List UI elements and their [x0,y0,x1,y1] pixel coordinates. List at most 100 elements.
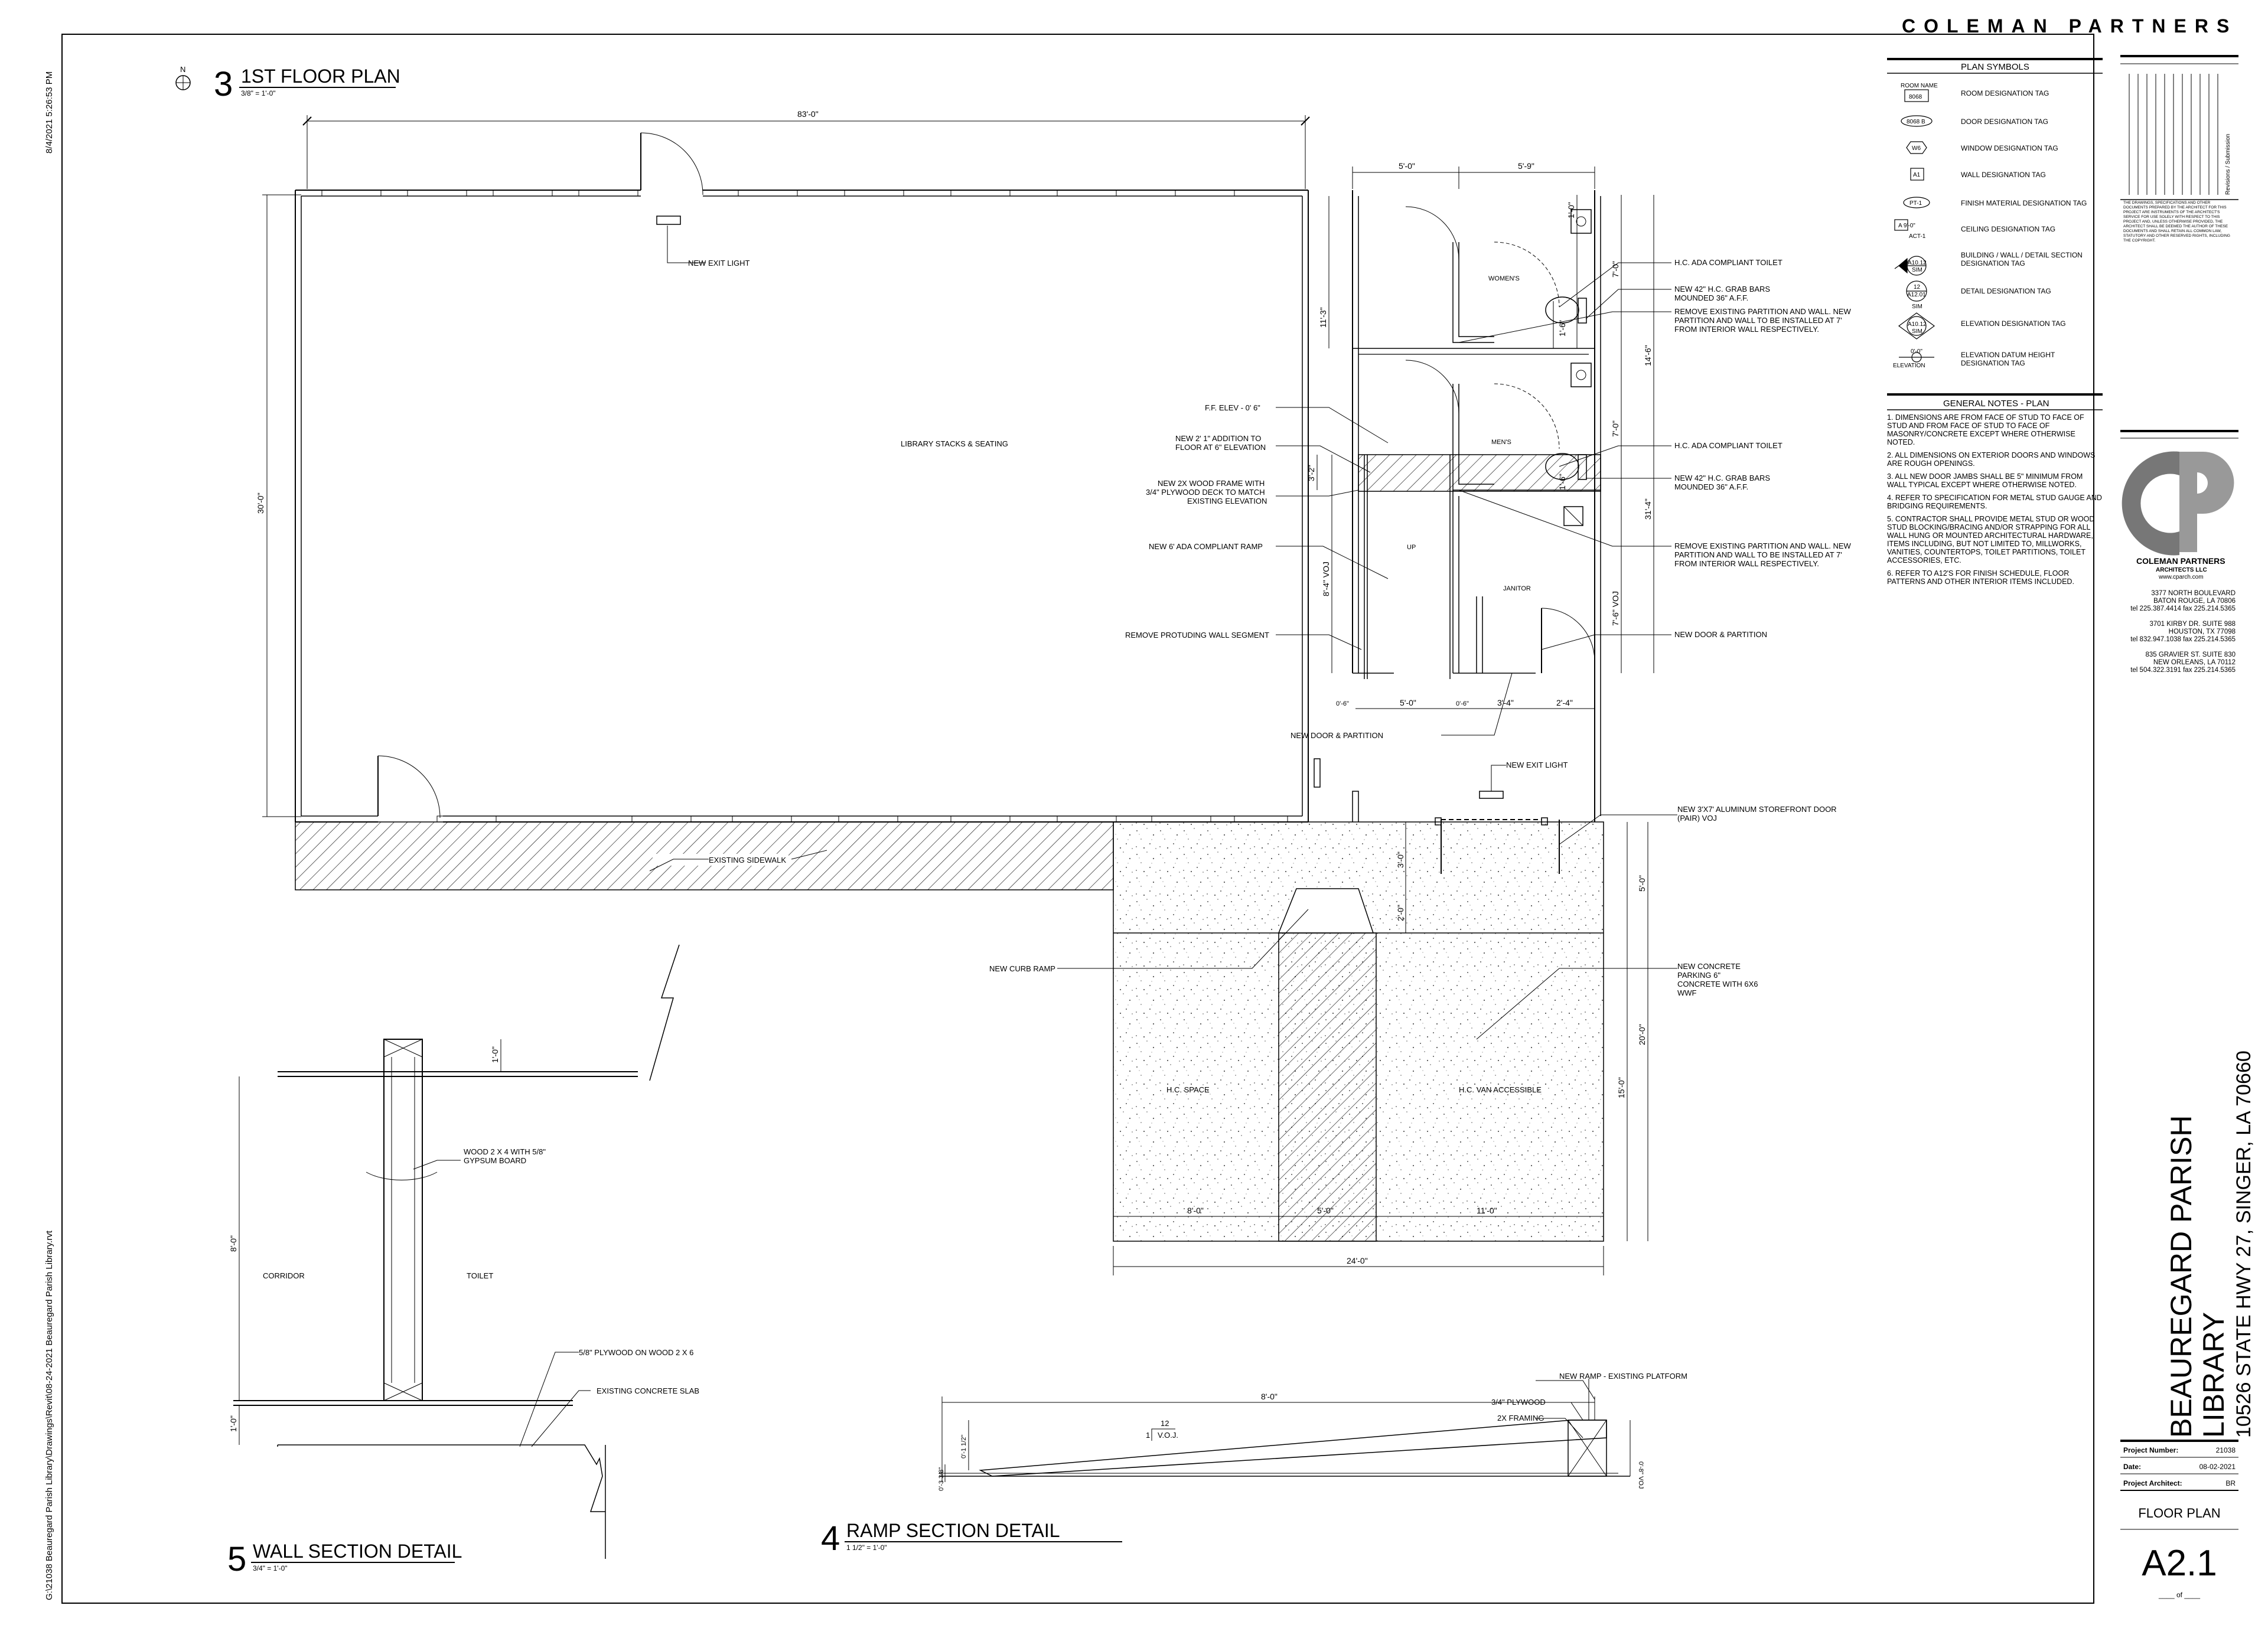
room-janitor: JANITOR [1503,585,1531,592]
project-date-label: Date: [2123,1463,2141,1471]
firm-header: COLEMAN PARTNERS [1902,15,2237,37]
symbol-glyph-detail: 12 [1914,284,1921,291]
floor-plan: 83'-0" 30'-0" [256,109,1852,1275]
office-2-street: 3701 KIRBY DR. SUITE 988 [2149,621,2236,628]
dim-restroom-w1: 5'-0" [1399,161,1415,171]
symbol-glyph-room-2: 8068 [1909,94,1922,100]
view-title: RAMP SECTION DETAIL [846,1520,1060,1541]
firm-web: www.cparch.com [2158,574,2204,580]
office-3-city: NEW ORLEANS, LA 70112 [2153,659,2236,666]
project-name-line1: BEAUREGARD PARISH [2165,1115,2198,1438]
dim-upper-clear: 1'-0" [1566,202,1576,218]
dim-bot-c: 0'-6" [1456,700,1469,707]
project-date-value: 08-02-2021 [2199,1463,2236,1471]
firm-name: COLEMAN PARTNERS [2136,556,2225,566]
general-note-6: 6. REFER TO A12'S FOR FINISH SCHEDULE, F… [1887,569,2074,586]
office-2-phone: tel 832.947.1038 fax 225.214.5365 [2130,636,2236,643]
dim-parking-stall: 15'-0" [1617,1077,1626,1098]
symbol-label-door: DOOR DESIGNATION TAG [1961,118,2048,126]
dim-lavatory-depth: 14'-6" [1643,345,1653,366]
room-hc-space: H.C. SPACE [1166,1085,1210,1094]
dim-overall-width: 83'-0" [797,109,819,119]
access-aisle-hatch [1278,932,1377,1242]
symbol-glyph-section-2: SIM [1912,267,1922,273]
dim-parking-top: 5'-0" [1637,875,1647,892]
general-note-4: 4. REFER TO SPECIFICATION FOR METAL STUD… [1887,494,2102,510]
exit-light-top [656,216,681,225]
addition-floor-hatch [1358,454,1601,492]
floor-plan-title: N 3 1ST FLOOR PLAN 3/8" = 1'-0" [175,65,400,103]
symbol-label-datum: ELEVATION DATUM HEIGHT DESIGNATION TAG [1961,351,2055,367]
symbol-glyph-ceiling: A 9'-0" [1898,223,1915,229]
symbol-glyph-datum-2: ELEVATION [1893,363,1925,369]
dim-overall-depth: 30'-0" [256,492,265,514]
dim-wall-top: 1'-0" [490,1046,500,1063]
dim-women-depth: 11'-3" [1318,307,1328,328]
dim-parking-depth: 20'-0" [1637,1024,1647,1045]
general-note-2: 2. ALL DIMENSIONS ON EXTERIOR DOORS AND … [1887,451,2096,468]
slope-note: V.O.J. [1158,1431,1178,1440]
symbol-glyph-finish: PT-1 [1909,200,1922,207]
sheet-title: FLOOR PLAN [2138,1506,2220,1520]
view-scale: 1 1/2" = 1'-0" [846,1544,887,1552]
office-3-phone: tel 504.322.3191 fax 225.214.5365 [2130,667,2236,674]
note-exit-light-top: NEW EXIT LIGHT [688,259,750,267]
note-door-partition-right: NEW DOOR & PARTITION [1674,630,1767,639]
office-1-city: BATON ROUGE, LA 70806 [2153,598,2236,605]
symbol-glyph-wall: A1 [1913,172,1921,178]
note-hc-toilet-1: H.C. ADA COMPLIANT TOILET [1674,258,1783,267]
sheet-number: A2.1 [2142,1543,2217,1584]
north-label: N [180,65,185,74]
symbol-glyph-section: A10.12 [1908,260,1927,266]
dim-bot-a: 0'-6" [1336,700,1349,707]
restroom-core [1352,190,1601,822]
office-3-street: 835 GRAVIER ST. SUITE 830 [2145,651,2236,658]
view-title: WALL SECTION DETAIL [253,1541,462,1562]
dim-ramp-length: 8'-0" [1261,1392,1278,1401]
dim-bot-e: 2'-4" [1556,698,1573,707]
symbol-label-ceiling: CEILING DESIGNATION TAG [1961,225,2055,233]
symbol-label-finish: FINISH MATERIAL DESIGNATION TAG [1961,199,2087,207]
wall-section-detail [233,944,680,1559]
north-arrow-icon: N [175,65,191,90]
ramp-section-title: 4 RAMP SECTION DETAIL 1 1/2" = 1'-0" [821,1519,1122,1558]
dim-park-c: 11'-0" [1477,1206,1497,1215]
note-slab: EXISTING CONCRETE SLAB [597,1386,699,1395]
general-notes-panel: GENERAL NOTES - PLAN 1. DIMENSIONS ARE F… [1887,393,2103,586]
dim-walk-depth: 3'-0" [1396,851,1405,868]
general-notes-title: GENERAL NOTES - PLAN [1943,399,2049,409]
room-womens: WOMEN'S [1488,275,1520,282]
exit-light-bottom [1479,791,1504,799]
office-2-city: HOUSTON, TX 77098 [2169,628,2236,635]
room-library: LIBRARY STACKS & SEATING [901,439,1008,448]
dim-upper-toilet: 7'-0" [1611,261,1620,278]
room-corridor: CORRIDOR [263,1271,305,1280]
wall-section-title: 5 WALL SECTION DETAIL 3/4" = 1'-0" [227,1540,462,1578]
project-number-label: Project Number: [2123,1446,2178,1454]
symbol-label-window: WINDOW DESIGNATION TAG [1961,144,2058,152]
note-ramp-6: NEW 6' ADA COMPLIANT RAMP [1149,542,1263,551]
room-up: UP [1407,544,1416,551]
note-plywood-34: 3/4" PLYWOOD [1491,1398,1546,1407]
sheet-border [61,34,2094,1604]
note-storefront: NEW 3'X7' ALUMINUM STOREFRONT DOOR(PAIR)… [1677,805,1837,823]
note-ff-elev: F.F. ELEV - 0' 6" [1205,403,1260,412]
note-sidewalk: EXISTING SIDEWALK [709,856,786,864]
dim-bot-b: 5'-0" [1400,698,1416,707]
title-block: Revisions / Submission THE DRAWINGS, SPE… [2120,55,2255,1599]
project-architect-value: BR [2225,1479,2236,1487]
dim-ramp-len: 8'-4" VOJ [1321,562,1331,596]
symbol-glyph-elevation-2: SIM [1912,328,1922,335]
symbol-glyph-datum: 0'-0" [1911,348,1922,355]
door-bottom-left [377,755,441,818]
note-hc-toilet-2: H.C. ADA COMPLIANT TOILET [1674,441,1783,450]
office-1-phone: tel 225.387.4414 fax 225.214.5365 [2130,605,2236,612]
view-title: 1ST FLOOR PLAN [241,66,400,87]
dim-bot-d: 3'-4" [1497,698,1514,707]
symbol-label-detail: DETAIL DESIGNATION TAG [1961,287,2051,295]
project-number-value: 21038 [2216,1446,2236,1454]
symbol-glyph-window: W6 [1912,145,1921,152]
